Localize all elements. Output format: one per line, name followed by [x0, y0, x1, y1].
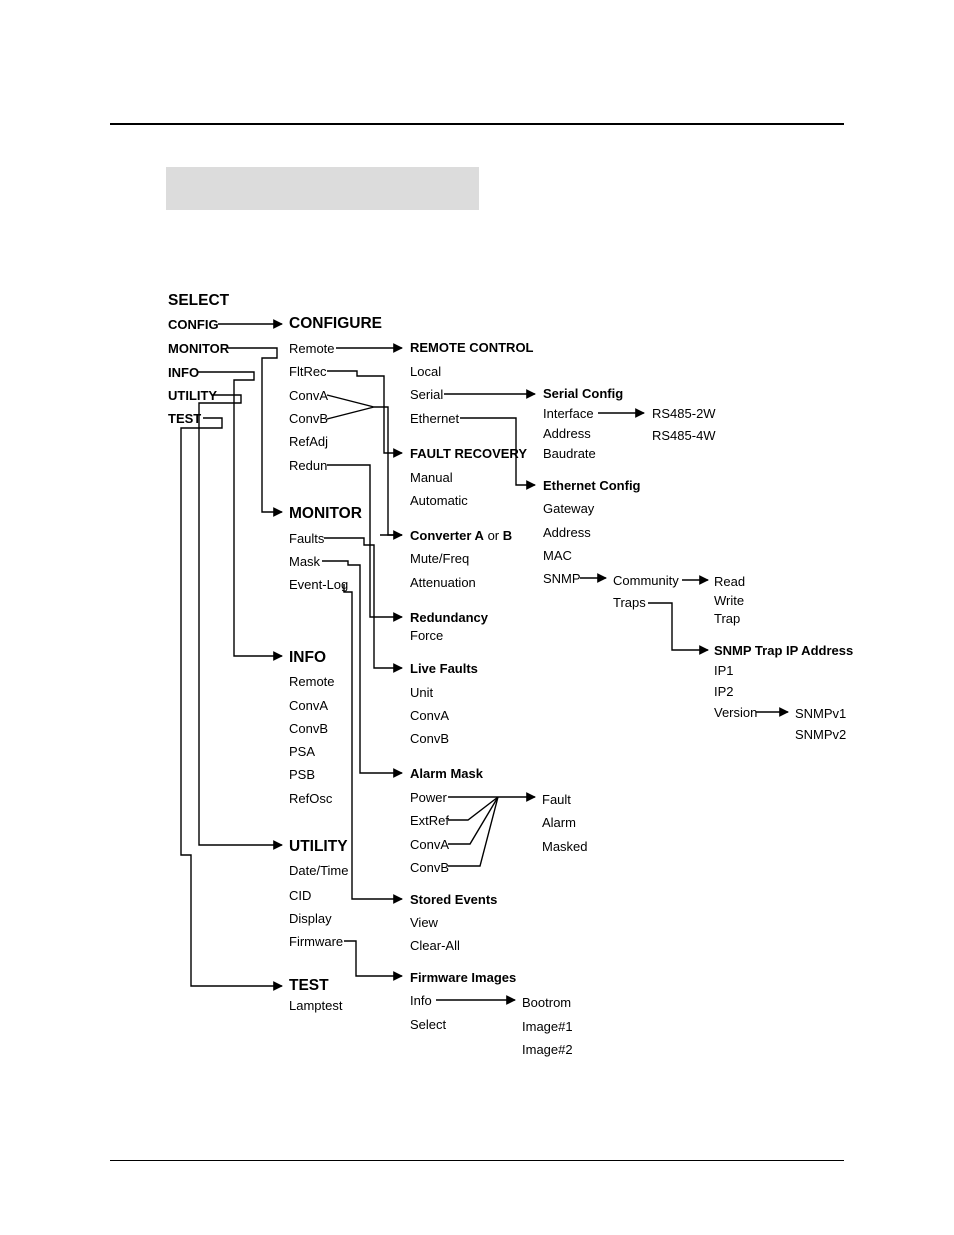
alarm-mask-item-power[interactable]: Power — [410, 790, 448, 805]
version-value-snmpv2[interactable]: SNMPv2 — [795, 727, 846, 742]
test-title: TEST — [289, 977, 329, 994]
select-item-monitor[interactable]: MONITOR — [168, 341, 230, 356]
utility-item-display[interactable]: Display — [289, 911, 332, 926]
info-title: INFO — [289, 649, 326, 666]
redundancy-item-force[interactable]: Force — [410, 628, 443, 643]
utility-item-datetime[interactable]: Date/Time — [289, 863, 348, 878]
firmware-info-image2: Image#2 — [522, 1042, 573, 1057]
alarm-mask-item-convb[interactable]: ConvB — [410, 860, 449, 875]
community-value-trap[interactable]: Trap — [714, 611, 740, 626]
configure-item-remote[interactable]: Remote — [289, 341, 335, 356]
info-item-psb[interactable]: PSB — [289, 767, 315, 782]
converter-title-b: B — [503, 528, 512, 543]
info-item-conva[interactable]: ConvA — [289, 698, 328, 713]
snmp-item-community[interactable]: Community — [613, 573, 679, 588]
live-faults-title: Live Faults — [410, 661, 478, 676]
remote-control-title: REMOTE CONTROL — [410, 340, 534, 355]
alarm-mask-title: Alarm Mask — [410, 766, 484, 781]
alarm-mask-item-extref[interactable]: ExtRef — [410, 813, 449, 828]
monitor-item-faults[interactable]: Faults — [289, 531, 325, 546]
header-rule — [110, 123, 844, 125]
converter-title-a: Converter A — [410, 528, 485, 543]
select-item-config[interactable]: CONFIG — [168, 317, 219, 332]
configure-item-convb[interactable]: ConvB — [289, 411, 328, 426]
trap-ip-item-version[interactable]: Version — [714, 705, 757, 720]
remote-control-item-ethernet[interactable]: Ethernet — [410, 411, 460, 426]
configure-item-conva[interactable]: ConvA — [289, 388, 328, 403]
interface-value-rs485-4w[interactable]: RS485-4W — [652, 428, 716, 443]
utility-item-cid[interactable]: CID — [289, 888, 311, 903]
alarm-value-alarm[interactable]: Alarm — [542, 815, 576, 830]
info-item-remote[interactable]: Remote — [289, 674, 335, 689]
configure-item-refadj[interactable]: RefAdj — [289, 434, 328, 449]
serial-config-item-address[interactable]: Address — [543, 426, 591, 441]
firmware-info-bootrom: Bootrom — [522, 995, 571, 1010]
version-value-snmpv1[interactable]: SNMPv1 — [795, 706, 846, 721]
alarm-mask-item-conva[interactable]: ConvA — [410, 837, 449, 852]
utility-title: UTILITY — [289, 838, 348, 855]
serial-config-title: Serial Config — [543, 386, 623, 401]
select-item-test[interactable]: TEST — [168, 411, 201, 426]
redundancy-title: Redundancy — [410, 610, 489, 625]
select-item-utility[interactable]: UTILITY — [168, 388, 217, 403]
configure-title: CONFIGURE — [289, 315, 382, 332]
alarm-value-fault[interactable]: Fault — [542, 792, 571, 807]
converter-title-or: or — [488, 528, 500, 543]
firmware-images-title: Firmware Images — [410, 970, 516, 985]
stored-events-item-view[interactable]: View — [410, 915, 439, 930]
live-faults-item-conva[interactable]: ConvA — [410, 708, 449, 723]
trap-ip-title: SNMP Trap IP Address — [714, 643, 853, 658]
fault-recovery-title: FAULT RECOVERY — [410, 446, 527, 461]
fault-recovery-item-automatic[interactable]: Automatic — [410, 493, 468, 508]
info-item-convb[interactable]: ConvB — [289, 721, 328, 736]
stored-events-item-clear-all[interactable]: Clear-All — [410, 938, 460, 953]
footer-rule — [110, 1160, 844, 1161]
ethernet-config-item-gateway[interactable]: Gateway — [543, 501, 595, 516]
info-item-psa[interactable]: PSA — [289, 744, 315, 759]
trap-ip-item-ip2[interactable]: IP2 — [714, 684, 734, 699]
fault-recovery-item-manual[interactable]: Manual — [410, 470, 453, 485]
connector-lines — [180, 319, 789, 1005]
utility-item-firmware[interactable]: Firmware — [289, 934, 343, 949]
test-item-lamptest[interactable]: Lamptest — [289, 998, 343, 1013]
live-faults-item-convb[interactable]: ConvB — [410, 731, 449, 746]
interface-value-rs485-2w[interactable]: RS485-2W — [652, 406, 716, 421]
serial-config-item-interface[interactable]: Interface — [543, 406, 594, 421]
alarm-value-masked[interactable]: Masked — [542, 839, 588, 854]
converter-item-attenuation[interactable]: Attenuation — [410, 575, 476, 590]
community-value-write[interactable]: Write — [714, 593, 744, 608]
serial-config-item-baudrate[interactable]: Baudrate — [543, 446, 596, 461]
select-item-info[interactable]: INFO — [168, 365, 199, 380]
ethernet-config-item-address[interactable]: Address — [543, 525, 591, 540]
live-faults-item-unit[interactable]: Unit — [410, 685, 434, 700]
snmp-item-traps[interactable]: Traps — [613, 595, 646, 610]
converter-item-mute-freq[interactable]: Mute/Freq — [410, 551, 469, 566]
firmware-images-item-info[interactable]: Info — [410, 993, 432, 1008]
firmware-info-image1: Image#1 — [522, 1019, 573, 1034]
configure-item-redun[interactable]: Redun — [289, 458, 327, 473]
trap-ip-item-ip1[interactable]: IP1 — [714, 663, 734, 678]
monitor-title: MONITOR — [289, 505, 362, 522]
section-heading-box — [166, 167, 479, 210]
community-value-read[interactable]: Read — [714, 574, 745, 589]
ethernet-config-item-snmp[interactable]: SNMP — [543, 571, 581, 586]
monitor-item-event-log[interactable]: Event-Log — [289, 577, 348, 592]
select-title: SELECT — [168, 292, 230, 309]
configure-item-fltrec[interactable]: FltRec — [289, 364, 327, 379]
stored-events-title: Stored Events — [410, 892, 497, 907]
remote-control-item-serial[interactable]: Serial — [410, 387, 443, 402]
monitor-item-mask[interactable]: Mask — [289, 554, 321, 569]
converter-title: Converter A or B — [410, 528, 512, 543]
remote-control-item-local[interactable]: Local — [410, 364, 441, 379]
firmware-images-item-select[interactable]: Select — [410, 1017, 447, 1032]
ethernet-config-title: Ethernet Config — [543, 478, 641, 493]
ethernet-config-item-mac[interactable]: MAC — [543, 548, 572, 563]
info-item-refosc[interactable]: RefOsc — [289, 791, 333, 806]
